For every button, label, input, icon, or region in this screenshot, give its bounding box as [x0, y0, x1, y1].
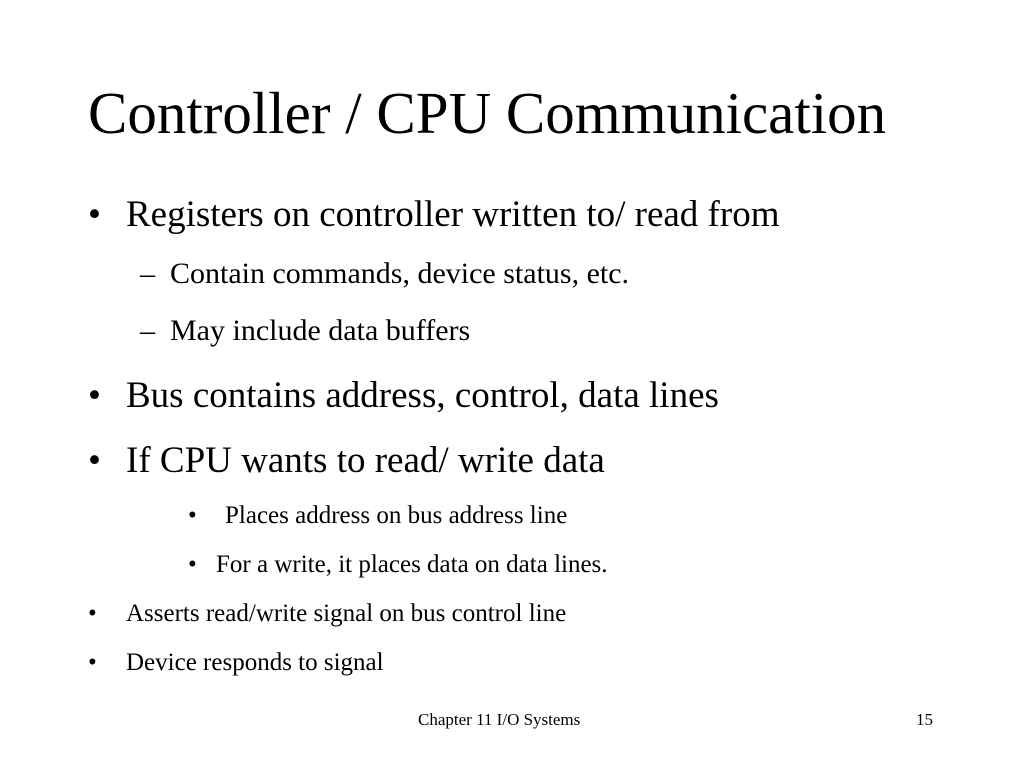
bullet-marker: •: [88, 194, 101, 235]
sub-bullet-marker: –: [140, 257, 155, 290]
sub-bullet-text: Contain commands, device status, etc.: [170, 257, 630, 290]
sub-sub-bullet-marker: •: [188, 502, 197, 529]
sub-bullet-text: May include data buffers: [170, 314, 471, 347]
bullet-marker: •: [88, 600, 97, 627]
sub-sub-bullet-text: For a write, it places data on data line…: [216, 551, 608, 578]
slide-title: Controller / CPU Communication: [88, 80, 887, 146]
bullet-marker: •: [88, 440, 101, 481]
bullet-marker: •: [88, 375, 101, 416]
bullet-text: Bus contains address, control, data line…: [126, 375, 719, 416]
bullet-text: If CPU wants to read/ write data: [126, 440, 605, 481]
sub-sub-bullet-marker: •: [188, 551, 197, 578]
bullet-text: Registers on controller written to/ read…: [126, 194, 780, 235]
footer-page-number: 15: [916, 710, 933, 729]
sub-sub-bullet-text: Places address on bus address line: [225, 502, 568, 529]
bullet-marker: •: [88, 649, 97, 676]
bullet-text: Asserts read/write signal on bus control…: [126, 600, 567, 627]
bullet-text: Device responds to signal: [126, 649, 384, 676]
footer-chapter: Chapter 11 I/O Systems: [418, 710, 581, 729]
sub-bullet-marker: –: [140, 314, 155, 347]
